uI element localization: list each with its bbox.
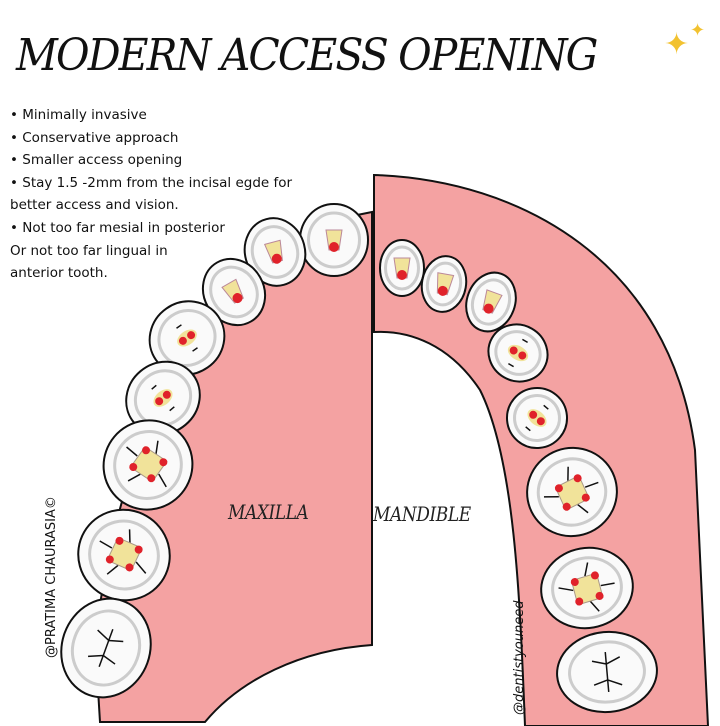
canal-orifice	[115, 536, 124, 545]
canal-orifice	[518, 351, 527, 360]
tooth	[540, 546, 634, 630]
tooth	[60, 597, 152, 699]
canal-orifice	[536, 417, 545, 426]
note-line: Or not too far lingual in	[10, 242, 168, 259]
tooth	[465, 271, 517, 333]
canal-orifice	[595, 591, 604, 600]
canal-orifice	[105, 555, 114, 564]
tooth	[148, 300, 226, 376]
tooth	[487, 323, 549, 383]
tooth	[201, 257, 267, 327]
canal-orifice	[147, 474, 156, 483]
tooth	[243, 217, 307, 287]
maxilla-label: MAXILLA	[228, 500, 309, 524]
canal-orifice	[529, 410, 538, 419]
canal-orifice	[187, 331, 196, 340]
tooth	[506, 387, 568, 449]
tooth	[379, 239, 425, 297]
canal-orifice	[125, 563, 134, 572]
tooth	[420, 255, 468, 313]
sparkles-icon: ✦	[690, 20, 706, 40]
note-line: • Minimally invasive	[10, 107, 147, 123]
canal-orifice	[159, 458, 168, 467]
canal-orifice	[129, 462, 138, 471]
canal-orifice	[397, 270, 407, 280]
canal-orifice	[178, 336, 187, 345]
canal-orifice	[575, 597, 584, 606]
note-line: anterior tooth.	[10, 265, 108, 282]
sparkles-icon: ✦	[664, 28, 690, 61]
canal-orifice	[562, 502, 571, 511]
note-line: • Conservative approach	[10, 129, 179, 146]
canal-orifice	[232, 293, 243, 304]
canal-orifice	[570, 578, 579, 587]
canal-orifice	[590, 571, 599, 580]
tooth	[125, 360, 201, 436]
canal-orifice	[554, 484, 563, 493]
tooth	[526, 446, 618, 538]
note-line: • Smaller access opening	[10, 152, 183, 169]
credit-right: @dentistyouneed	[512, 600, 527, 715]
tooth	[299, 203, 369, 277]
canal-orifice	[142, 446, 151, 455]
tooth	[77, 508, 171, 602]
tooth	[102, 419, 194, 511]
page-title: MODERN ACCESS OPENING	[16, 30, 598, 81]
canal-orifice	[509, 346, 518, 355]
canal-orifice	[271, 253, 282, 264]
canal-orifice	[573, 474, 582, 483]
canal-orifice	[155, 397, 164, 406]
notes-list: • Minimally invasive • Conservative appr…	[10, 104, 292, 285]
canal-orifice	[329, 242, 339, 252]
canal-orifice	[134, 545, 143, 554]
mandible-gum	[373, 173, 710, 726]
canal-orifice	[162, 390, 171, 399]
note-line: • Stay 1.5 -2mm from the incisal egde fo…	[10, 174, 293, 191]
canal-orifice	[581, 493, 590, 502]
canal-orifice	[437, 285, 448, 296]
note-line: better access and vision.	[10, 197, 179, 214]
mandible-label: MANDIBLE	[373, 502, 471, 526]
note-line: • Not too far mesial in posterior	[10, 219, 225, 236]
credit-left: @PRATIMA CHAURASIA©	[44, 496, 59, 658]
tooth	[556, 630, 658, 714]
canal-orifice	[483, 303, 494, 314]
